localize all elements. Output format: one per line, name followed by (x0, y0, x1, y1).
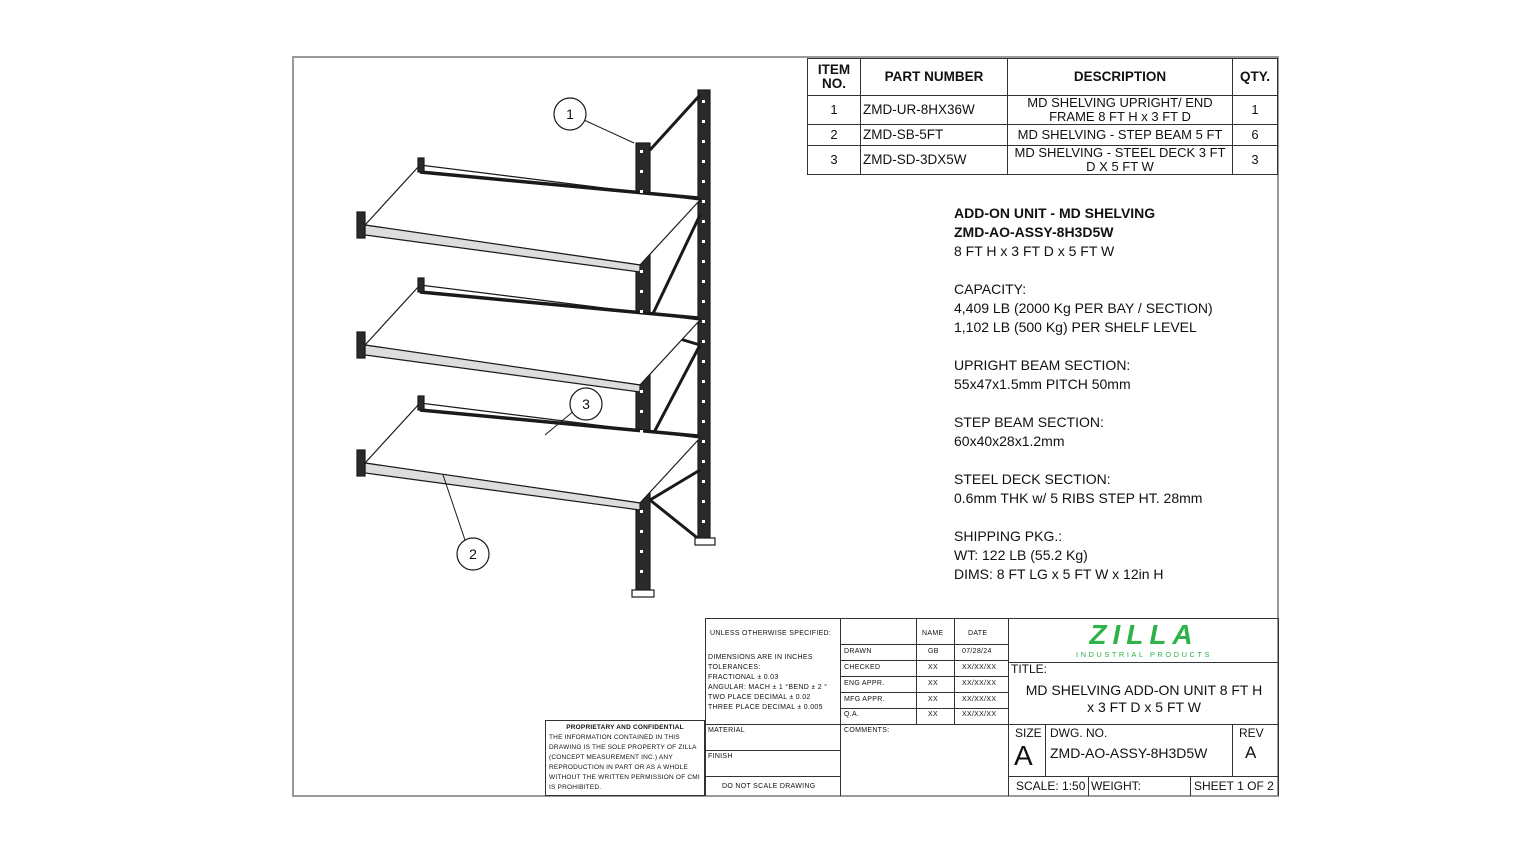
tolerance-angular: ANGULAR: MACH ± 1 °BEND ± 2 ° (708, 684, 828, 691)
notes-dims: 8 FT H x 3 FT D x 5 FT W (954, 243, 1115, 259)
unless-specified: UNLESS OTHERWISE SPECIFIED: (710, 630, 832, 637)
bom-header-qty: QTY. (1232, 58, 1278, 96)
mfg-appr-date: XX/XX/XX (962, 696, 997, 703)
finish-label: FINISH (708, 753, 733, 760)
drawing-title: MD SHELVING ADD-ON UNIT 8 FT H x 3 FT D … (1010, 682, 1278, 716)
bom-desc: MD SHELVING UPRIGHT/ END FRAME 8 FT H x … (1007, 95, 1233, 125)
material-label: MATERIAL (708, 727, 745, 734)
proprietary-body: THE INFORMATION CONTAINED IN THIS DRAWIN… (549, 734, 700, 791)
weight-label: WEIGHT: (1091, 779, 1141, 793)
bom-qty: 1 (1232, 95, 1278, 125)
step-beam-value: 60x40x28x1.2mm (954, 433, 1065, 449)
proprietary-notice: PROPRIETARY AND CONFIDENTIAL THE INFORMA… (545, 720, 705, 796)
notes-part-number: ZMD-AO-ASSY-8H3D5W (954, 224, 1114, 240)
shipping-weight: WT: 122 LB (55.2 Kg) (954, 547, 1088, 563)
checked-name: XX (928, 664, 938, 671)
bom-part: ZMD-UR-8HX36W (860, 95, 1008, 125)
capacity-shelf: 1,102 LB (500 Kg) PER SHELF LEVEL (954, 319, 1197, 335)
balloon-3 (569, 387, 603, 421)
bom-item: 1 (807, 95, 861, 125)
checked-label: CHECKED (844, 664, 881, 671)
balloon-3-label: 3 (582, 396, 590, 412)
title-label: TITLE: (1011, 662, 1048, 676)
mfg-appr-name: XX (928, 696, 938, 703)
shipping-dims: DIMS: 8 FT LG x 5 FT W x 12in H (954, 566, 1164, 582)
drawing-title-line2: x 3 FT D x 5 FT W (1087, 699, 1201, 715)
rev-value: A (1245, 743, 1257, 762)
bom-item: 2 (807, 124, 861, 146)
tolerance-fractional: FRACTIONAL ± 0.03 (708, 674, 779, 681)
size-label: SIZE (1015, 726, 1042, 740)
bom-header-desc: DESCRIPTION (1007, 58, 1233, 96)
logo-subtitle: INDUSTRIAL PRODUCTS (1076, 650, 1212, 659)
eng-appr-name: XX (928, 680, 938, 687)
shelving-drawing: 1 2 3 (356, 89, 716, 598)
tolerance-three-place: THREE PLACE DECIMAL ± 0.005 (708, 704, 823, 711)
bill-of-materials: ITEM NO. PART NUMBER DESCRIPTION QTY. 1 … (807, 58, 1278, 175)
comments-label: COMMENTS: (844, 727, 890, 734)
size-value: A (1014, 740, 1033, 771)
sheet-number: SHEET 1 OF 2 (1194, 779, 1274, 793)
step-beam-label: STEP BEAM SECTION: (954, 414, 1104, 430)
bom-header-part: PART NUMBER (860, 58, 1008, 96)
notes-title: ADD-ON UNIT - MD SHELVING (954, 205, 1156, 221)
balloon-1 (553, 97, 587, 131)
bom-desc: MD SHELVING - STEEL DECK 3 FT D X 5 FT W (1007, 145, 1233, 175)
bom-item: 3 (807, 145, 861, 175)
deck-label: STEEL DECK SECTION: (954, 471, 1111, 487)
mfg-appr-label: MFG APPR. (844, 696, 885, 703)
qa-name: XX (928, 711, 938, 718)
table-row: 3 ZMD-SD-3DX5W MD SHELVING - STEEL DECK … (807, 145, 1278, 175)
shipping-label: SHIPPING PKG.: (954, 528, 1063, 544)
dwg-no-label: DWG. NO. (1050, 726, 1108, 740)
table-row: 1 ZMD-UR-8HX36W MD SHELVING UPRIGHT/ END… (807, 95, 1278, 125)
balloon-2 (456, 537, 490, 571)
bom-qty: 3 (1232, 145, 1278, 175)
bom-part: ZMD-SB-5FT (860, 124, 1008, 146)
rev-label: REV (1239, 726, 1264, 740)
deck-value: 0.6mm THK w/ 5 RIBS STEP HT. 28mm (954, 490, 1203, 506)
bom-qty: 6 (1232, 124, 1278, 146)
checked-date: XX/XX/XX (962, 664, 997, 671)
capacity-bay: 4,409 LB (2000 Kg PER BAY / SECTION) (954, 300, 1213, 316)
scale-value: SCALE: 1:50 (1016, 779, 1086, 793)
drawn-date: 07/28/24 (962, 648, 992, 655)
name-header: NAME (922, 630, 944, 637)
bom-desc: MD SHELVING - STEP BEAM 5 FT (1007, 124, 1233, 146)
drawn-name: GB (928, 648, 939, 655)
spec-notes: ADD-ON UNIT - MD SHELVING ZMD-AO-ASSY-8H… (954, 204, 1213, 584)
table-row: 2 ZMD-SB-5FT MD SHELVING - STEP BEAM 5 F… (807, 124, 1278, 146)
rear-upright (697, 89, 711, 541)
upright-value: 55x47x1.5mm PITCH 50mm (954, 376, 1131, 392)
upright-label: UPRIGHT BEAM SECTION: (954, 357, 1131, 373)
tolerance-two-place: TWO PLACE DECIMAL ± 0.02 (708, 694, 811, 701)
drawing-title-line1: MD SHELVING ADD-ON UNIT 8 FT H (1025, 682, 1263, 698)
drawn-label: DRAWN (844, 648, 872, 655)
tolerance-units: DIMENSIONS ARE IN INCHES (708, 654, 813, 661)
bom-part: ZMD-SD-3DX5W (860, 145, 1008, 175)
dwg-no-value: ZMD-AO-ASSY-8H3D5W (1050, 745, 1208, 761)
zilla-logo: ZILLA INDUSTRIAL PRODUCTS (1012, 620, 1276, 662)
eng-appr-label: ENG APPR. (844, 680, 885, 687)
do-not-scale: DO NOT SCALE DRAWING (722, 783, 816, 790)
capacity-label: CAPACITY: (954, 281, 1027, 297)
balloon-2-label: 2 (469, 546, 477, 562)
balloon-1-label: 1 (566, 106, 574, 122)
qa-label: Q.A. (844, 711, 860, 718)
proprietary-heading: PROPRIETARY AND CONFIDENTIAL (566, 724, 684, 731)
logo-wordmark: ZILLA (1089, 619, 1199, 650)
tolerance-heading: TOLERANCES: (708, 664, 761, 671)
qa-date: XX/XX/XX (962, 711, 997, 718)
eng-appr-date: XX/XX/XX (962, 680, 997, 687)
date-header: DATE (968, 630, 988, 637)
bom-header-item: ITEM NO. (807, 58, 861, 96)
